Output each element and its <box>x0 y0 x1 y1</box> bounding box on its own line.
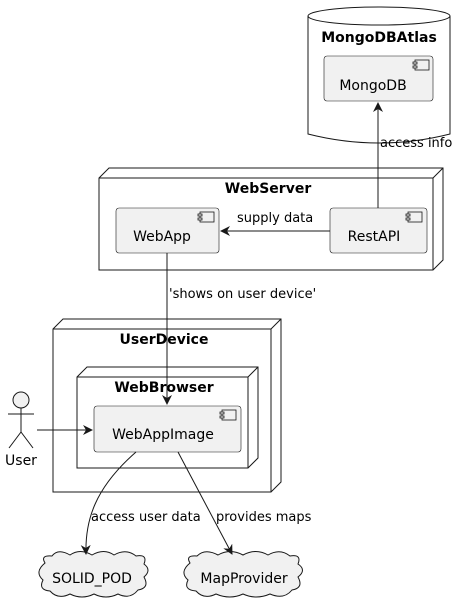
edge-supply-data: supply data <box>220 211 330 236</box>
edge-label: supply data <box>237 211 313 226</box>
edge-access-user-data: access user data <box>80 451 201 555</box>
edge-label: provides maps <box>216 510 312 525</box>
actor-user: User <box>5 391 37 469</box>
component-mongodb: MongoDB <box>323 55 434 102</box>
node-title: UserDevice <box>120 332 209 348</box>
component-webappimage: WebAppImage <box>93 405 242 453</box>
edge-label: access user data <box>91 510 201 525</box>
component-label: WebApp <box>133 229 191 245</box>
component-icon <box>412 59 430 71</box>
component-label: RestAPI <box>348 229 401 245</box>
cloud-label: MapProvider <box>200 571 287 587</box>
cloud-mapprovider: MapProvider <box>183 551 303 598</box>
person-icon <box>8 391 34 449</box>
component-icon <box>197 211 215 223</box>
node-title: WebBrowser <box>114 380 213 396</box>
edge-shows-on-user-device: 'shows on user device' <box>162 253 316 405</box>
node-title: WebServer <box>225 181 312 197</box>
component-icon <box>219 409 237 421</box>
component-icon <box>405 211 423 223</box>
cloud-solid-pod: SOLID_POD <box>38 551 149 598</box>
component-label: WebAppImage <box>112 427 214 443</box>
edge-provides-maps: provides maps <box>177 451 312 555</box>
component-restapi: RestAPI <box>329 207 428 254</box>
cloud-label: SOLID_POD <box>52 571 132 587</box>
edge-label: 'shows on user device' <box>169 287 316 302</box>
actor-label: User <box>5 453 37 469</box>
database-title: MongoDBAtlas <box>321 30 437 46</box>
component-webapp: WebApp <box>115 207 220 254</box>
component-label: MongoDB <box>339 78 406 94</box>
edge-label: access info <box>380 136 452 151</box>
edge-access-info: access info <box>373 102 452 208</box>
